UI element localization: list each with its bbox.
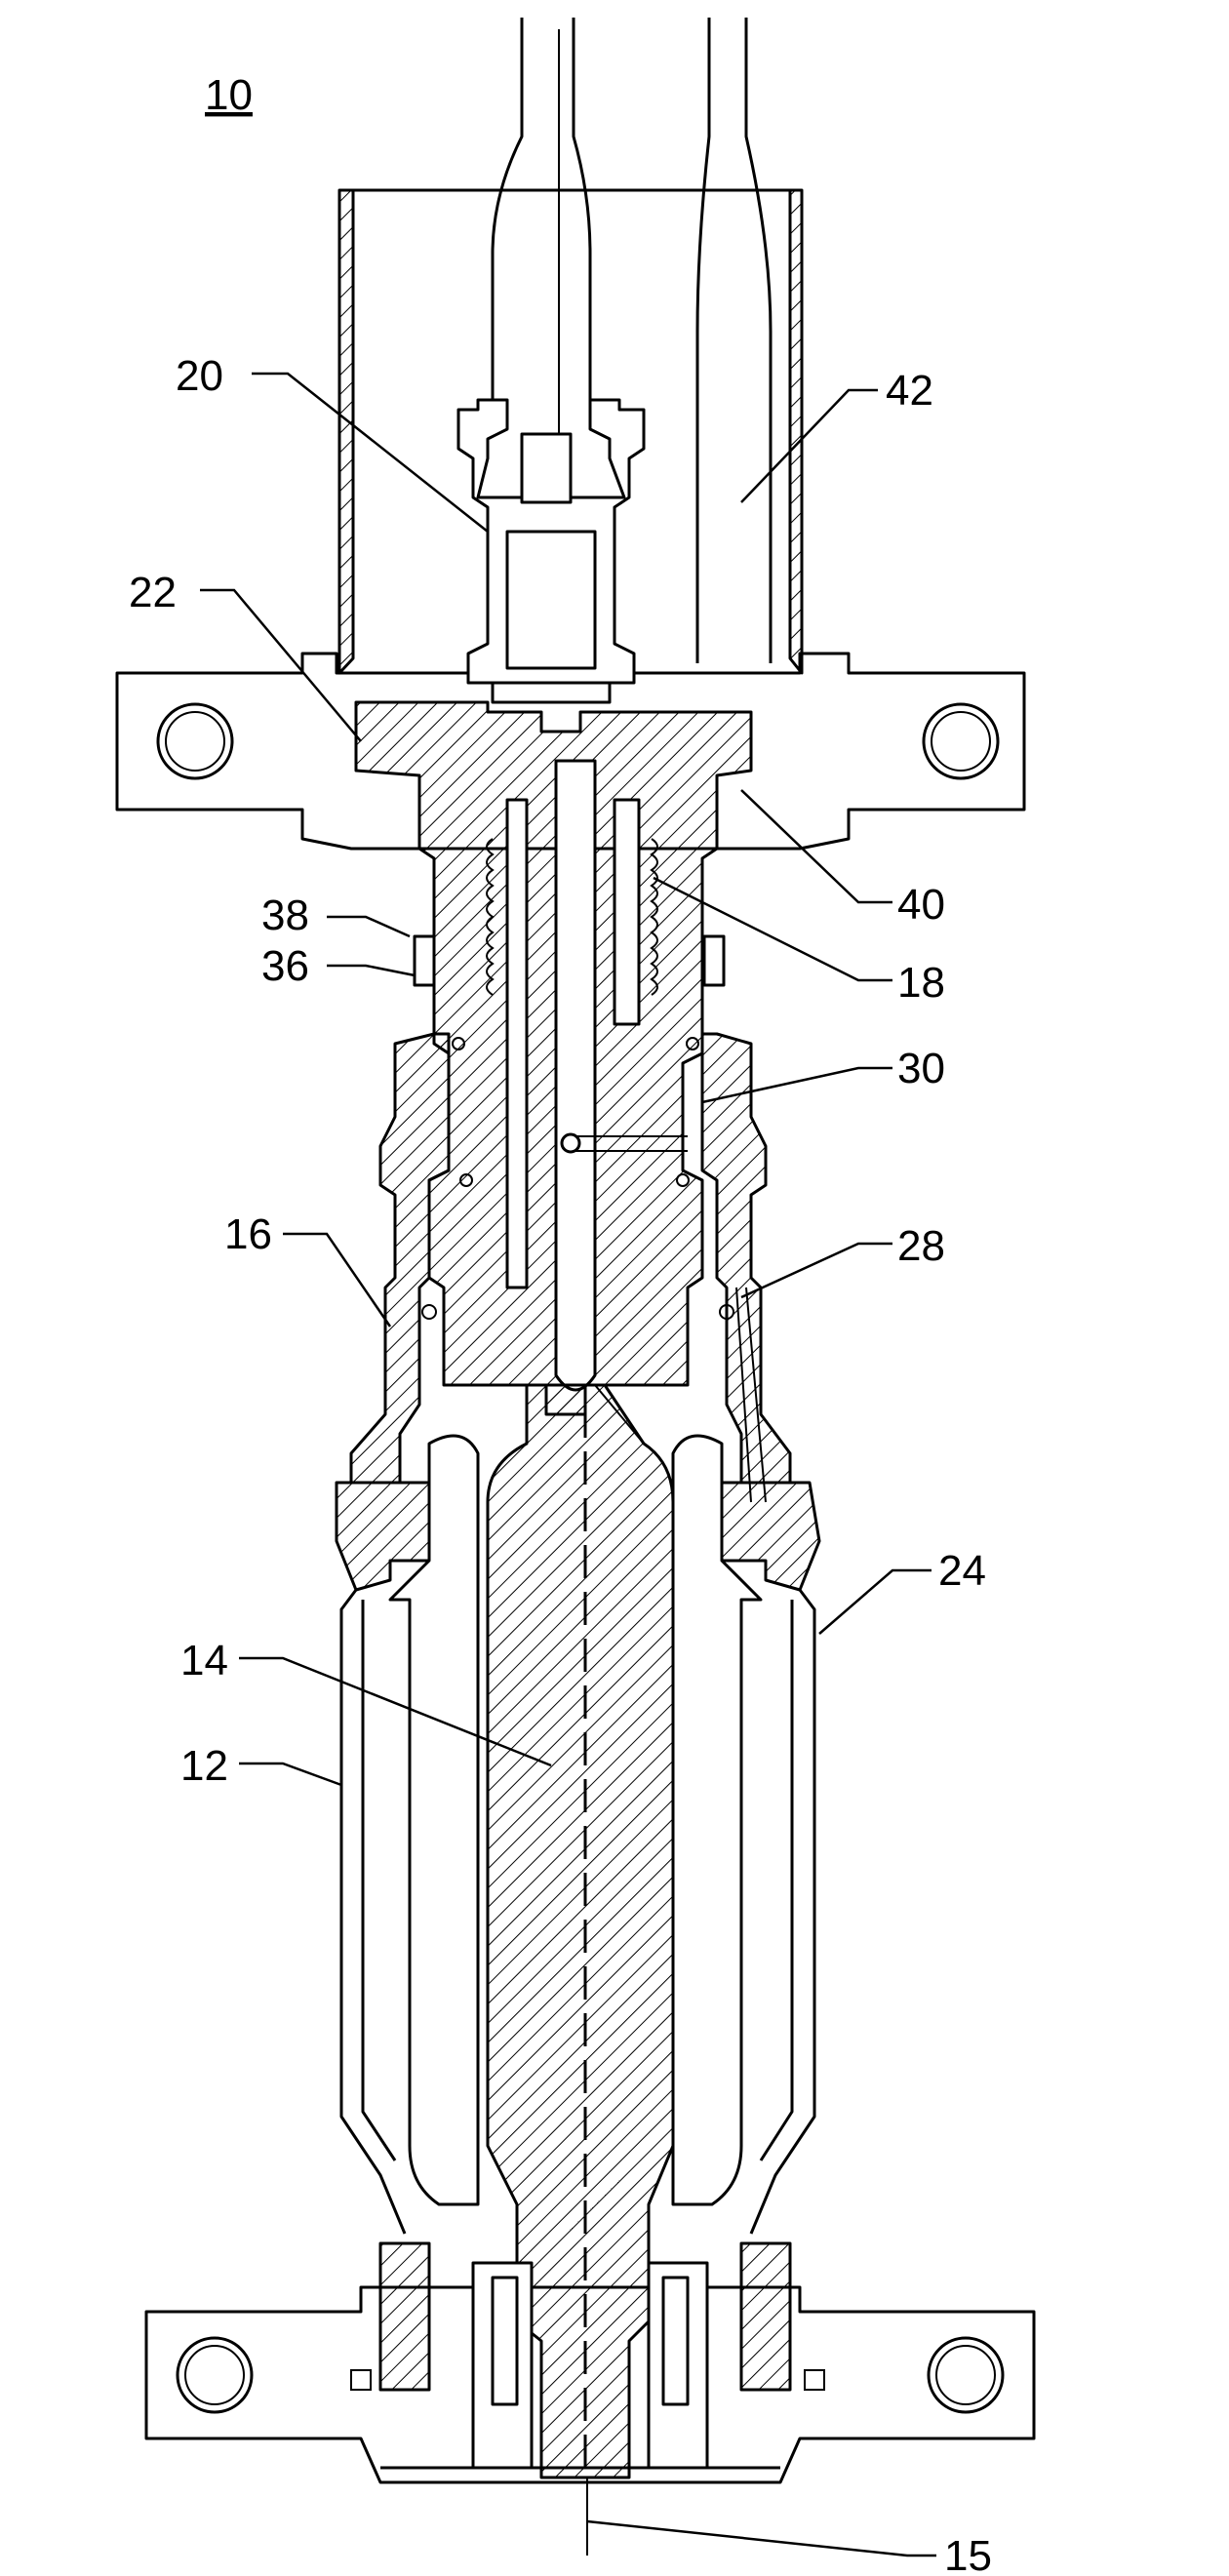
label-12: 12: [180, 1742, 228, 1790]
label-36: 36: [261, 942, 309, 990]
label-16: 16: [224, 1210, 272, 1258]
label-22: 22: [129, 569, 177, 616]
leader-38: [327, 917, 410, 936]
label-24: 24: [938, 1547, 986, 1595]
label-42: 42: [886, 367, 933, 415]
leader-16: [283, 1234, 390, 1327]
connector-20: [458, 400, 644, 702]
label-15: 15: [944, 2532, 992, 2576]
leader-15: [587, 2521, 936, 2556]
leader-28: [741, 1244, 892, 1297]
leader-12: [239, 1764, 341, 1785]
label-38: 38: [261, 892, 309, 939]
leader-24: [819, 1570, 932, 1634]
leader-36: [327, 966, 415, 975]
leader-42: [741, 390, 878, 502]
label-14: 14: [180, 1637, 228, 1684]
label-20: 20: [176, 352, 223, 400]
label-18: 18: [897, 959, 945, 1007]
leader-20: [252, 374, 488, 532]
label-28: 28: [897, 1222, 945, 1270]
label-40: 40: [897, 881, 945, 929]
label-30: 30: [897, 1045, 945, 1092]
label-10: 10: [205, 71, 253, 119]
